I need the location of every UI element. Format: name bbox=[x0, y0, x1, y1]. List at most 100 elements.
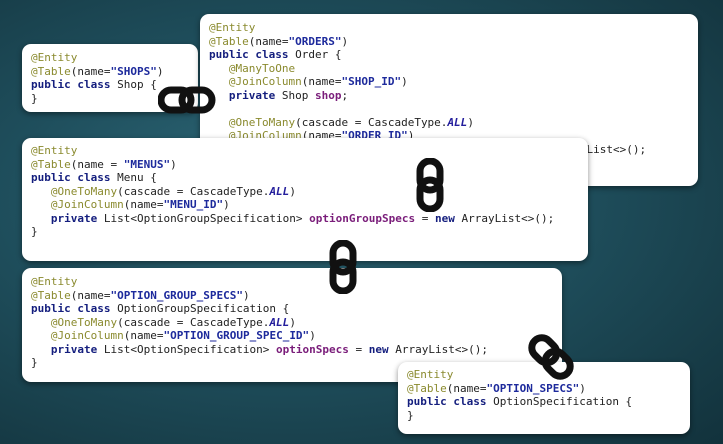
field-name-token: shop bbox=[314, 88, 342, 102]
code-line: public class Menu { bbox=[31, 171, 588, 185]
keyword-token: private bbox=[50, 342, 98, 356]
code-line: private Shop shop; bbox=[209, 89, 698, 103]
annotation-token: @Table bbox=[407, 381, 447, 395]
annotation-token: @JoinColumn bbox=[50, 198, 124, 211]
chain-link-icon bbox=[329, 240, 357, 294]
code-text: } bbox=[31, 225, 38, 238]
string-token: "OPTION_SPECS" bbox=[486, 381, 580, 395]
annotation-token: @Table bbox=[209, 34, 249, 48]
code-line: @Entity bbox=[31, 275, 562, 289]
code-line: private List<OptionSpecification> option… bbox=[31, 343, 562, 357]
code-line: } bbox=[31, 225, 588, 239]
keyword-token: public class bbox=[31, 171, 111, 184]
chain-link-icon bbox=[528, 334, 574, 380]
code-text: OptionSpecification { bbox=[486, 395, 633, 408]
string-token: "SHOPS" bbox=[110, 64, 157, 78]
code-text bbox=[31, 198, 51, 211]
string-token: "OPTION_GROUP_SPEC_ID" bbox=[163, 329, 310, 342]
annotation-token: @OneToMany bbox=[50, 315, 118, 329]
code-text: (cascade = CascadeType. bbox=[117, 315, 270, 329]
code-text bbox=[209, 116, 229, 129]
code-line: @Entity bbox=[31, 51, 198, 65]
code-line: public class Order { bbox=[209, 48, 698, 62]
code-line: @Table(name="OPTION_SPECS") bbox=[407, 382, 690, 396]
code-line: private List<OptionGroupSpecification> o… bbox=[31, 212, 588, 226]
code-line: @JoinColumn(name="SHOP_ID") bbox=[209, 75, 698, 89]
option-specification-entity-card: @Entity@Table(name="OPTION_SPECS")public… bbox=[398, 362, 690, 434]
code-text: } bbox=[31, 356, 38, 369]
annotation-token: @Entity bbox=[31, 144, 78, 157]
code-text: (name = bbox=[70, 157, 124, 171]
option-group-specification-entity-card: @Entity@Table(name="OPTION_GROUP_SPECS")… bbox=[22, 268, 562, 382]
code-line: @Entity bbox=[407, 368, 690, 382]
annotation-token: @Entity bbox=[31, 275, 78, 288]
chain-link-icon bbox=[158, 86, 216, 114]
code-text bbox=[31, 185, 51, 198]
code-text: ) bbox=[289, 184, 296, 198]
code-text: ) bbox=[309, 329, 316, 342]
code-line: } bbox=[31, 356, 562, 370]
code-text: OptionGroupSpecification { bbox=[110, 302, 290, 315]
code-text: ) bbox=[170, 157, 177, 171]
annotation-token: @Table bbox=[31, 288, 71, 302]
code-text: List<OptionSpecification> bbox=[97, 342, 277, 356]
code-text: ) bbox=[223, 198, 230, 211]
chain-link-icon bbox=[416, 158, 444, 212]
field-name-token: optionGroupSpecs bbox=[309, 211, 416, 225]
field-name-token: optionSpecs bbox=[276, 342, 349, 356]
code-text: (cascade = CascadeType. bbox=[117, 184, 270, 198]
keyword-token: public class bbox=[31, 78, 111, 91]
code-line: @Entity bbox=[209, 21, 698, 35]
code-text: ) bbox=[407, 129, 415, 142]
code-line: } bbox=[407, 409, 690, 423]
code-text: ) bbox=[156, 64, 164, 78]
annotation-token: @OneToMany bbox=[50, 184, 118, 198]
code-text: ) bbox=[341, 34, 349, 48]
code-text bbox=[31, 329, 51, 342]
constant-token: ALL bbox=[447, 115, 468, 129]
code-text: Menu { bbox=[110, 171, 157, 184]
code-line: } bbox=[31, 92, 198, 106]
string-token: "ORDERS" bbox=[288, 34, 342, 48]
code-line bbox=[209, 102, 698, 116]
code-text bbox=[31, 212, 51, 225]
code-text: = bbox=[348, 342, 369, 356]
annotation-token: @JoinColumn bbox=[50, 329, 124, 342]
code-text: (name= bbox=[70, 64, 111, 78]
code-line: @Entity bbox=[31, 144, 588, 158]
string-token: "SHOP_ID" bbox=[341, 75, 402, 88]
annotation-token: @JoinColumn bbox=[228, 75, 302, 88]
code-text bbox=[209, 62, 229, 75]
annotation-token: @Table bbox=[31, 157, 71, 171]
code-text bbox=[31, 343, 51, 356]
code-text: ArrayList<>(); bbox=[454, 211, 555, 225]
keyword-token: new bbox=[435, 211, 455, 225]
code-text: Shop bbox=[275, 88, 315, 102]
code-text: (name= bbox=[446, 381, 487, 395]
code-line: @JoinColumn(name="OPTION_GROUP_SPEC_ID") bbox=[31, 329, 562, 343]
keyword-token: new bbox=[368, 342, 389, 356]
keyword-token: public class bbox=[209, 48, 289, 61]
code-text: ) bbox=[579, 381, 586, 395]
code-line: @JoinColumn(name="MENU_ID") bbox=[31, 198, 588, 212]
annotation-token: @ManyToOne bbox=[228, 61, 296, 75]
code-line: public class OptionSpecification { bbox=[407, 395, 690, 409]
code-text: ) bbox=[467, 115, 474, 129]
code-text: } bbox=[407, 408, 414, 422]
code-text: (cascade = CascadeType. bbox=[295, 115, 448, 129]
constant-token: ALL bbox=[269, 184, 290, 198]
keyword-token: public class bbox=[407, 395, 487, 408]
code-text: ) bbox=[289, 315, 296, 329]
code-line: @Table(name="OPTION_GROUP_SPECS") bbox=[31, 289, 562, 303]
code-text: ArrayList<>(); bbox=[388, 342, 488, 356]
code-text: List<OptionGroupSpecification> bbox=[97, 211, 310, 225]
code-text: (name= bbox=[301, 75, 342, 88]
code-text bbox=[31, 316, 51, 329]
code-text: (name= bbox=[248, 34, 289, 48]
code-text: = bbox=[415, 211, 435, 225]
code-text: ; bbox=[341, 88, 349, 102]
code-line: public class OptionGroupSpecification { bbox=[31, 302, 562, 316]
code-line: @ManyToOne bbox=[209, 62, 698, 76]
code-text: (name= bbox=[123, 198, 164, 211]
annotation-token: @Entity bbox=[407, 368, 454, 381]
